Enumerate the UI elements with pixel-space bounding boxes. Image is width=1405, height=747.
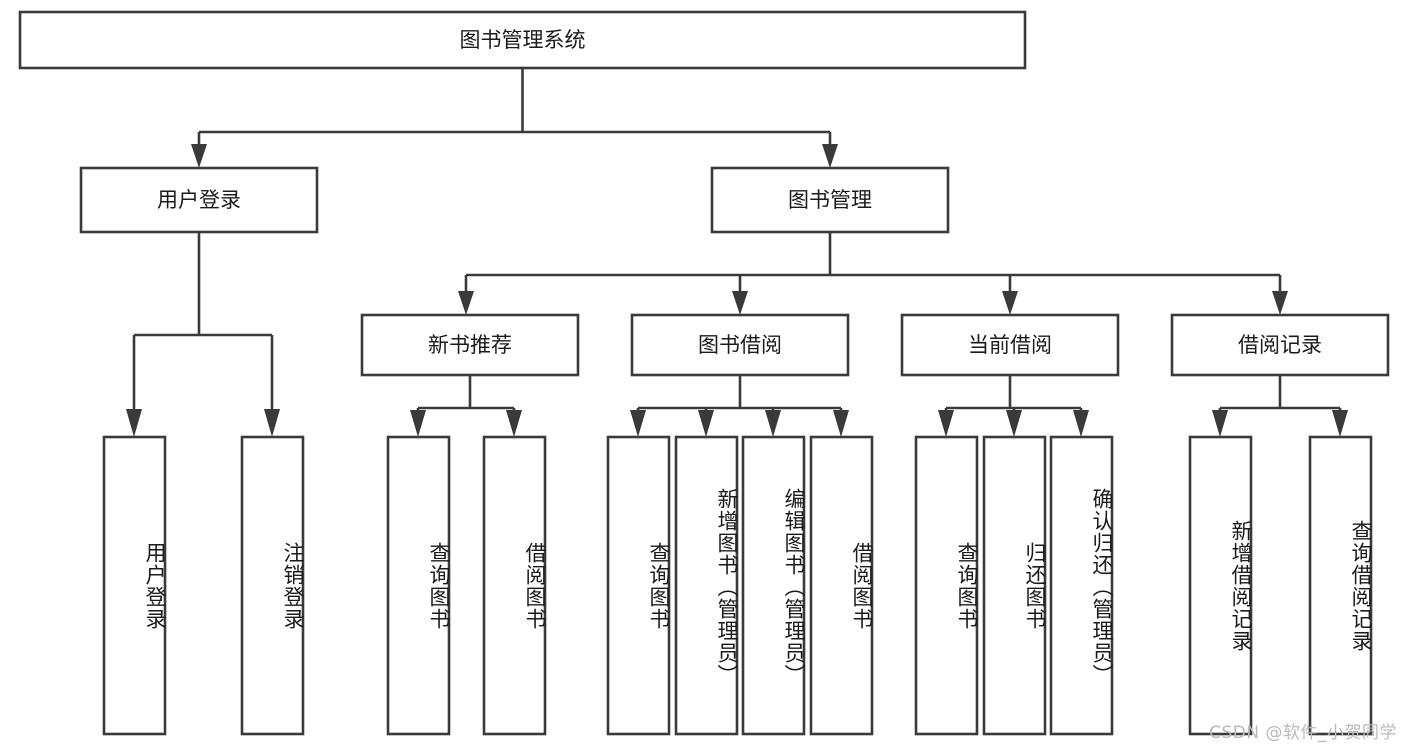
arrow-root-to-user-login	[191, 144, 207, 168]
arrow-to-user-logout	[264, 409, 280, 437]
arrow-to-new-book-recommend	[458, 291, 474, 315]
node-box-book-borrow[interactable]	[630, 313, 850, 377]
arrow-to-query-borrow-record	[1332, 410, 1348, 437]
node-box-user-login[interactable]	[79, 166, 319, 234]
arrow-to-query-book-1	[410, 410, 426, 437]
arrow-to-book-borrow	[732, 291, 748, 315]
node-box-borrow-book-1[interactable]	[482, 435, 547, 736]
node-label-user-login: 用户登录	[157, 188, 241, 212]
arrow-to-borrow-records	[1272, 291, 1288, 315]
node-label-book-management: 图书管理	[788, 188, 872, 212]
node-box-current-borrow[interactable]	[900, 313, 1120, 377]
node-box-borrow-book-2[interactable]	[809, 435, 874, 736]
node-box-root[interactable]	[18, 10, 1027, 70]
node-label-new-book-recommend: 新书推荐	[428, 333, 512, 357]
node-label-borrow-records: 借阅记录	[1238, 333, 1322, 357]
arrow-to-add-borrow-record	[1212, 410, 1228, 437]
arrow-to-add-book-admin	[698, 410, 714, 437]
arrow-to-query-book-2	[630, 410, 646, 437]
node-box-user-logout[interactable]	[240, 435, 305, 736]
node-box-user-login-do[interactable]	[102, 435, 167, 736]
connector-layer	[126, 68, 1348, 437]
arrow-root-to-book-management	[822, 144, 838, 168]
node-label-root: 图书管理系统	[460, 28, 586, 52]
arrow-to-return-book	[1006, 410, 1022, 437]
arrow-to-current-borrow	[1002, 291, 1018, 315]
arrow-to-confirm-return-admin	[1073, 410, 1089, 437]
node-box-return-book[interactable]	[982, 435, 1047, 736]
node-box-add-book-admin[interactable]	[674, 435, 739, 736]
node-box-add-borrow-record[interactable]	[1188, 435, 1253, 736]
node-box-query-book-1[interactable]	[386, 435, 451, 736]
node-box-borrow-records[interactable]	[1170, 313, 1390, 377]
node-box-edit-book-admin[interactable]	[741, 435, 806, 736]
node-label-book-borrow: 图书借阅	[698, 333, 782, 357]
node-box-query-borrow-record[interactable]	[1308, 435, 1373, 736]
node-box-query-book-3[interactable]	[914, 435, 979, 736]
node-layer: 图书管理系统 用户登录 图书管理 新书推荐 图书借阅 当前借阅 借阅记录	[18, 10, 1390, 736]
arrow-to-borrow-book-1	[506, 410, 522, 437]
watermark-text: CSDN @软件_小贺同学	[1209, 723, 1397, 743]
node-box-query-book-2[interactable]	[606, 435, 671, 736]
arrow-to-user-login-do	[126, 409, 142, 437]
arrow-to-edit-book-admin	[765, 410, 781, 437]
node-box-confirm-return-admin[interactable]	[1049, 435, 1114, 736]
node-label-current-borrow: 当前借阅	[968, 333, 1052, 357]
arrow-to-query-book-3	[938, 410, 954, 437]
arrow-to-borrow-book-2	[833, 410, 849, 437]
node-box-book-management[interactable]	[710, 166, 950, 234]
node-box-new-book-recommend[interactable]	[360, 313, 580, 377]
